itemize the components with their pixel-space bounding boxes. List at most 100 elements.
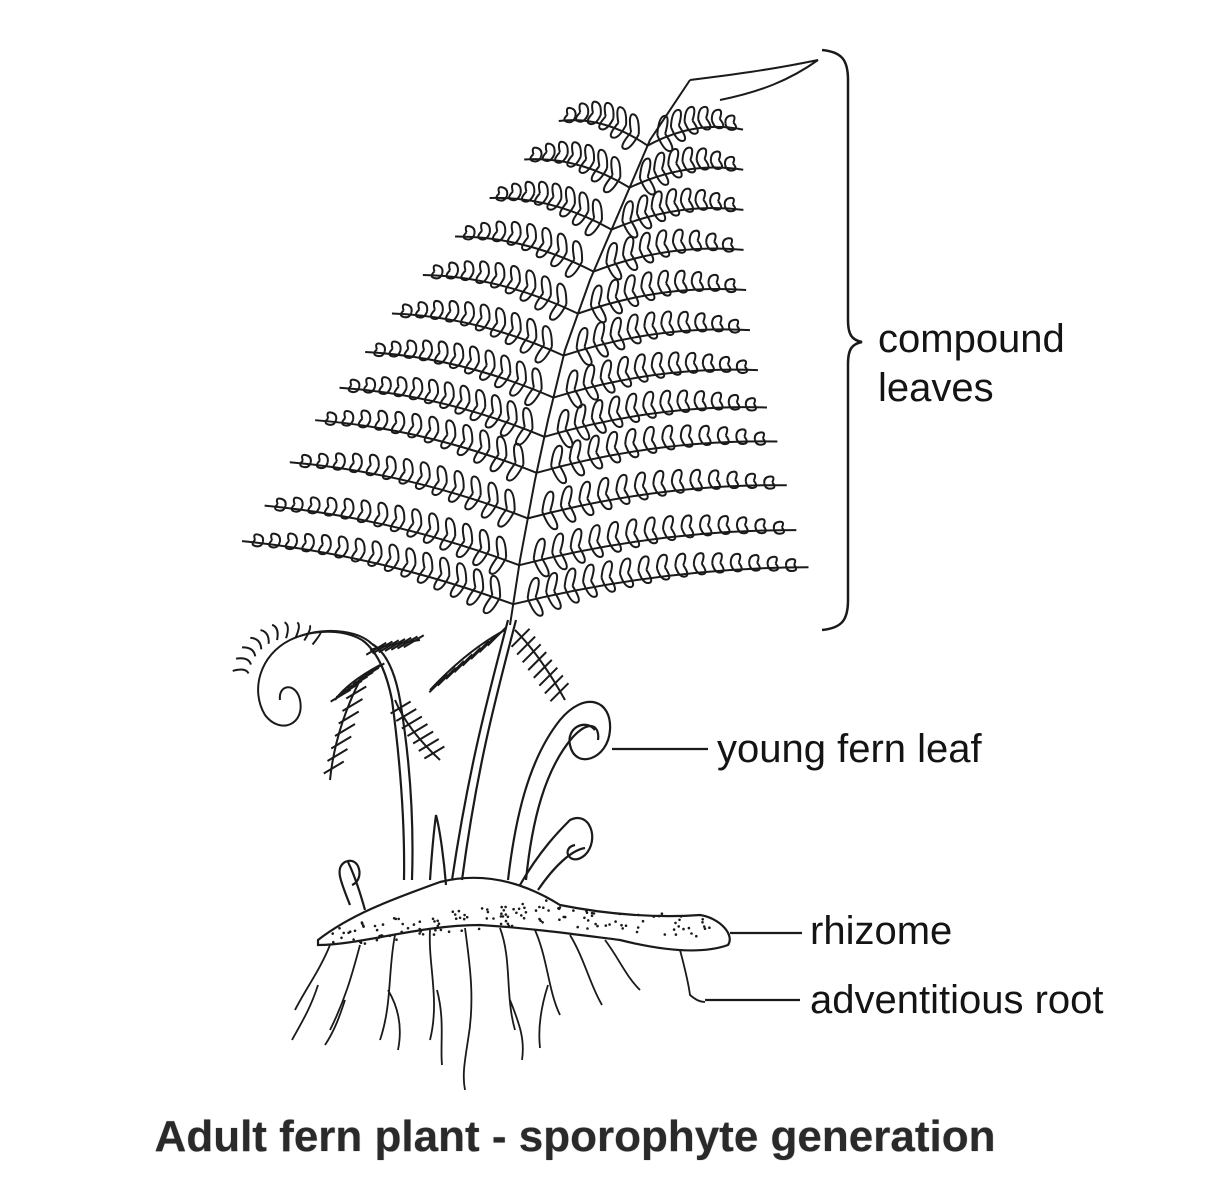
stipple-dot — [395, 938, 398, 941]
stipple-dot — [485, 917, 489, 920]
stipple-dot — [463, 913, 466, 917]
stipple-dot — [641, 919, 645, 923]
stipple-dot — [695, 934, 698, 938]
stipple-dot — [545, 899, 548, 902]
stipple-dot — [521, 902, 524, 906]
frond-rachis — [509, 79, 691, 626]
stipple-dot — [418, 932, 421, 935]
stipple-dot — [504, 905, 507, 909]
pinna — [391, 299, 565, 364]
stipple-dot — [701, 921, 704, 924]
stipple-dot — [433, 920, 436, 923]
pinna — [512, 552, 809, 617]
pinna — [289, 452, 529, 528]
pinna — [518, 514, 797, 578]
young-pinna — [330, 662, 385, 703]
stipple-dot — [506, 915, 510, 919]
stipple-dot — [348, 930, 352, 933]
label-compound-leaves-line2: leaves — [878, 366, 994, 410]
pinna — [544, 389, 768, 449]
stipple-dot — [434, 928, 437, 932]
stipple-dot — [596, 924, 599, 928]
pinna — [489, 180, 613, 237]
stipple-dot — [586, 927, 589, 930]
stipes — [361, 619, 518, 881]
stipple-dot — [701, 918, 704, 921]
stipple-dot — [604, 924, 608, 927]
stipple-dot — [608, 923, 611, 926]
basal-pinna — [510, 628, 570, 702]
stipple-dot — [453, 913, 457, 916]
rhizome-texture — [331, 899, 711, 945]
stipple-dot — [437, 922, 441, 925]
stipple-dot — [522, 916, 526, 920]
stipple-dot — [621, 927, 624, 930]
young-pinna — [323, 679, 367, 781]
stipple-dot — [460, 929, 464, 932]
stipple-dot — [637, 913, 640, 917]
stipple-dot — [524, 911, 528, 914]
stipple-dot — [674, 921, 677, 925]
stipple-dot — [401, 922, 405, 926]
stipple-dot — [492, 917, 495, 920]
stipple-dot — [674, 933, 678, 936]
stipple-dot — [331, 932, 335, 935]
compound-leaves-brace — [821, 48, 863, 632]
young-leaflet — [311, 630, 323, 646]
young-leaflet — [235, 657, 252, 665]
stipple-dot — [499, 922, 503, 926]
stipple-dot — [381, 923, 385, 926]
stipple-dot — [517, 907, 521, 911]
stipple-dot — [663, 933, 667, 936]
pinna — [264, 496, 520, 575]
stipple-dot — [352, 938, 355, 941]
stipple-dot — [576, 925, 579, 929]
stipple-dot — [486, 908, 489, 911]
stipple-dot — [392, 917, 396, 920]
stipple-dot — [502, 909, 506, 912]
pinna — [563, 310, 750, 366]
pinna — [524, 140, 631, 194]
pinna — [527, 468, 787, 531]
leader-lines — [612, 747, 802, 1002]
stipple-dot — [592, 912, 596, 915]
pinna — [455, 220, 595, 278]
pinna — [593, 228, 744, 281]
stipple-dot — [500, 912, 503, 915]
stipple-dot — [507, 924, 511, 928]
stipple-dot — [624, 924, 628, 927]
stipple-dot — [690, 932, 693, 935]
stipple-dot — [542, 906, 545, 909]
stipple-dot — [539, 919, 542, 922]
pinna — [558, 100, 649, 150]
stipple-dot — [657, 914, 661, 918]
stipple-dot — [614, 920, 617, 923]
stipple-dot — [338, 927, 341, 930]
stipple-dot — [454, 917, 458, 920]
stipple-dot — [687, 926, 691, 930]
stipple-dot — [562, 915, 565, 919]
pinna — [339, 376, 545, 446]
stipple-dot — [406, 926, 410, 930]
stipple-dot — [480, 907, 484, 910]
stipple-dot — [458, 916, 462, 920]
label-compound-leaves-line1: compound — [878, 317, 1065, 361]
stipple-dot — [538, 905, 541, 909]
pinna — [315, 409, 537, 482]
stipple-dot — [439, 928, 443, 932]
stipple-dot — [557, 907, 561, 911]
stipple-dot — [451, 910, 455, 913]
stipple-dot — [477, 927, 481, 931]
stipple-dot — [504, 913, 508, 916]
stipple-dot — [618, 912, 622, 916]
young-leaflet — [271, 623, 279, 641]
stipple-dot — [515, 911, 518, 915]
stipple-dot — [421, 933, 425, 936]
stipple-dot — [660, 912, 664, 915]
stipple-dot — [353, 929, 357, 933]
frond-tip — [689, 59, 819, 101]
stipple-dot — [682, 927, 685, 931]
stipple-dot — [363, 942, 367, 945]
stipple-dot — [620, 923, 623, 927]
